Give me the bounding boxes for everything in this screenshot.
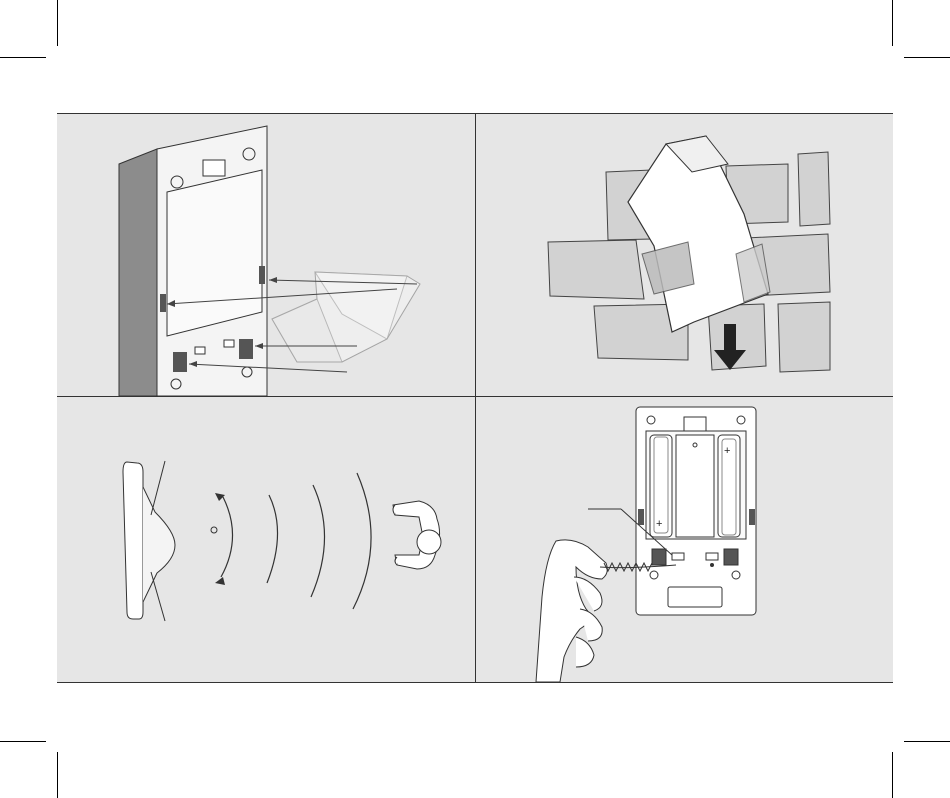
switch-icon bbox=[195, 347, 205, 354]
panel-battery-compartment: + + bbox=[476, 397, 893, 682]
bracket-attach-diagram bbox=[57, 114, 475, 396]
tab-left bbox=[160, 294, 166, 312]
arrow-down-icon bbox=[215, 577, 225, 585]
arrow-head-icon bbox=[269, 277, 277, 283]
crop-mark-top-left-h bbox=[0, 57, 46, 58]
hanger-slot-icon bbox=[684, 417, 706, 431]
tab-bottom-left bbox=[173, 352, 187, 372]
battery-plus-left: + bbox=[656, 518, 662, 530]
motion-detection-diagram bbox=[57, 397, 475, 682]
device-side bbox=[119, 149, 157, 396]
crop-mark-bottom-left-h bbox=[0, 741, 46, 742]
tab-bottom-right bbox=[239, 339, 253, 359]
crop-mark-bottom-left-v bbox=[57, 752, 58, 798]
reset-button-icon bbox=[710, 563, 714, 567]
panel-detection-range bbox=[57, 397, 475, 682]
switch-icon bbox=[224, 340, 234, 347]
battery-cover bbox=[167, 170, 262, 336]
wave-2 bbox=[311, 485, 325, 597]
crop-mark-top-right-h bbox=[904, 57, 950, 58]
sensor-lens bbox=[143, 487, 175, 602]
wave-3 bbox=[353, 473, 371, 609]
tab-right bbox=[259, 266, 265, 284]
sensor-profile bbox=[123, 462, 143, 619]
crop-mark-top-right-v bbox=[892, 0, 893, 46]
battery-plus-right: + bbox=[724, 445, 730, 457]
person-top-view-icon bbox=[393, 501, 441, 569]
sweep-arrow bbox=[221, 497, 233, 577]
bracket-pad bbox=[642, 242, 694, 294]
hanger-slot-icon bbox=[203, 160, 225, 176]
wall-mount-diagram bbox=[476, 114, 893, 396]
wave-1 bbox=[267, 495, 278, 583]
crop-mark-top-left-v bbox=[57, 0, 58, 46]
panel-wall-mount bbox=[476, 114, 893, 396]
crop-mark-bottom-right-v bbox=[892, 752, 893, 798]
led-icon bbox=[211, 527, 217, 533]
panel-bracket-attach bbox=[57, 114, 475, 396]
crop-mark-bottom-right-h bbox=[904, 741, 950, 742]
battery-compartment-diagram: + + bbox=[476, 397, 893, 682]
